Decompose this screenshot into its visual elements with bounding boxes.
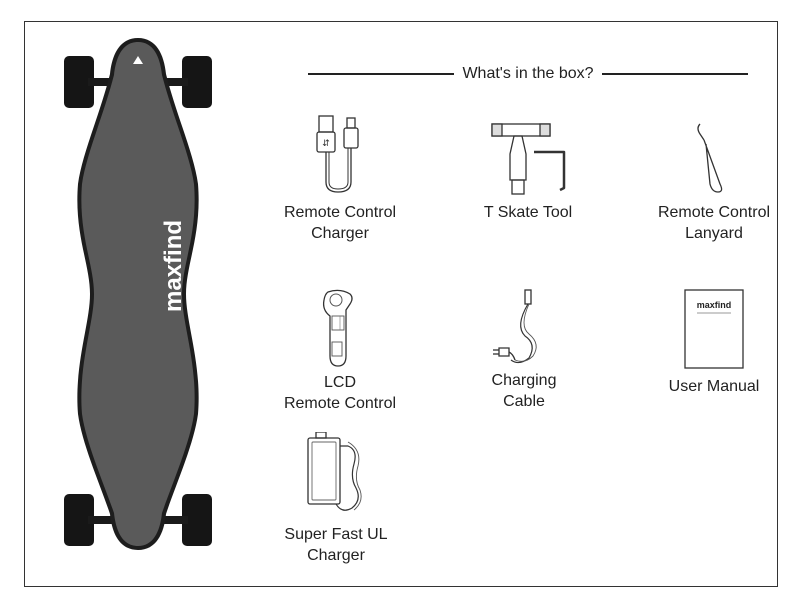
header-rule-right [601, 73, 748, 75]
svg-text:⇵: ⇵ [322, 139, 330, 149]
item-label: User Manual [668, 378, 760, 395]
board-logo: maxfind [160, 220, 187, 312]
skateboard-image: maxfind [60, 34, 220, 554]
power-cable-icon [493, 289, 537, 364]
item-t-skate-tool: T Skate Tool [458, 118, 598, 223]
lanyard-icon [697, 123, 723, 193]
item-user-manual: maxfind User Manual [644, 286, 784, 397]
item-label: T Skate Tool [483, 204, 573, 221]
usb-cable-icon: ⇵ [316, 115, 359, 193]
charger-brick-icon [307, 432, 362, 511]
t-tool-icon [491, 123, 566, 195]
section-title: What's in the box? [462, 65, 594, 82]
manual-icon: maxfind [684, 289, 744, 369]
section-header: What's in the box? [308, 63, 748, 85]
manual-logo: maxfind [697, 300, 732, 310]
remote-icon [322, 289, 353, 367]
skateboard-icon: maxfind [64, 38, 212, 550]
content-frame [24, 21, 778, 587]
header-rule-left [308, 73, 455, 75]
